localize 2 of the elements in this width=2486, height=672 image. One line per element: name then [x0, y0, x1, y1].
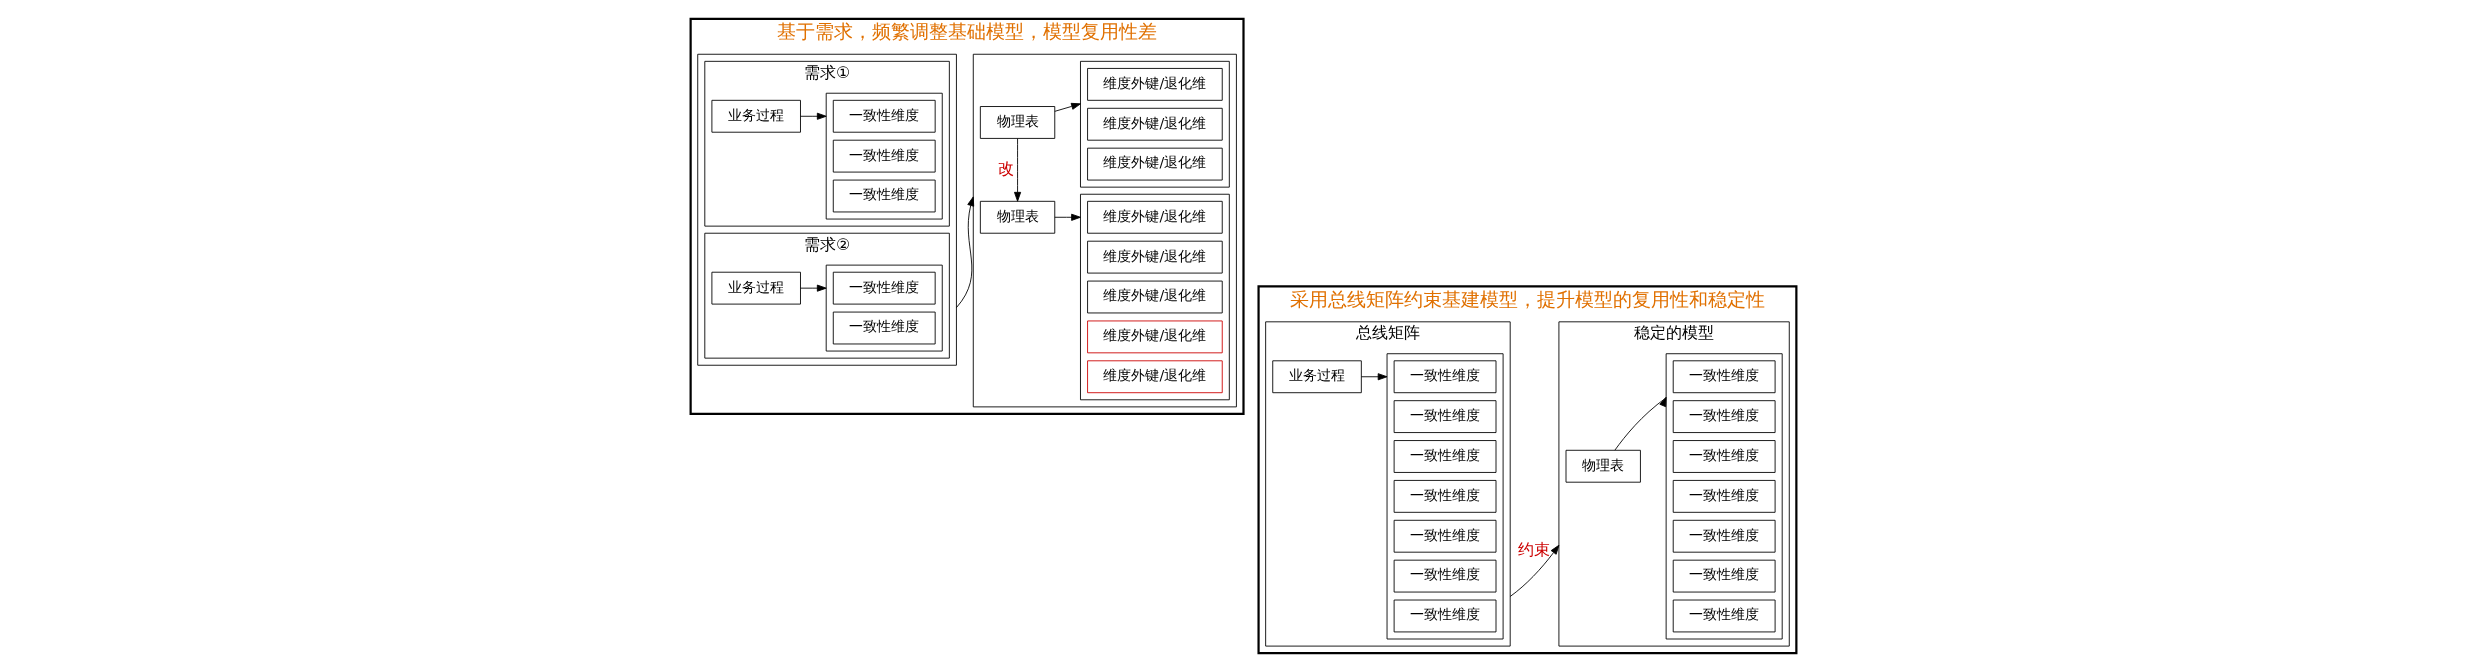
edge-label: 改: [997, 158, 1014, 178]
edge-label: 约束: [1517, 540, 1550, 560]
